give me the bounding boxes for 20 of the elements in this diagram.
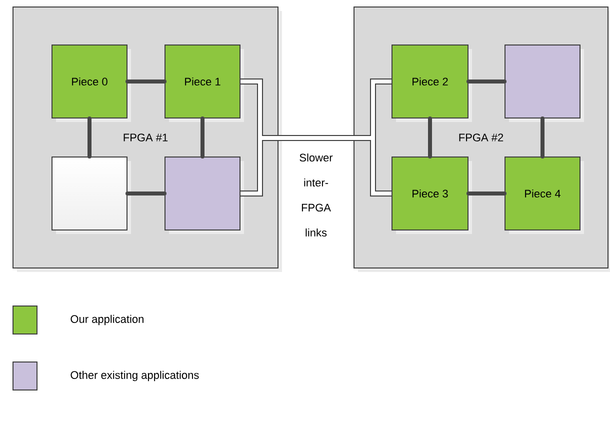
link-line — [200, 116, 204, 158]
link-line — [126, 80, 166, 84]
link-line — [466, 80, 506, 84]
link-caption: Slower inter-FPGA links — [300, 153, 333, 237]
legend-label: Our application — [70, 314, 144, 326]
piece-box: Piece 1 — [164, 44, 240, 118]
link-line — [540, 116, 544, 158]
piece-box: Piece 0 — [52, 44, 128, 118]
link-line — [466, 192, 506, 196]
inter-fpga-link — [238, 78, 394, 196]
piece-box — [164, 156, 240, 230]
link-line — [88, 116, 92, 158]
piece-box — [504, 44, 580, 118]
piece-box: Piece 4 — [504, 156, 580, 230]
piece-box: Piece 3 — [392, 156, 468, 230]
piece-box: Piece 2 — [392, 44, 468, 118]
link-line — [126, 192, 166, 196]
piece-box — [52, 156, 128, 230]
legend-label: Other existing applications — [70, 370, 199, 382]
link-line — [428, 116, 432, 158]
